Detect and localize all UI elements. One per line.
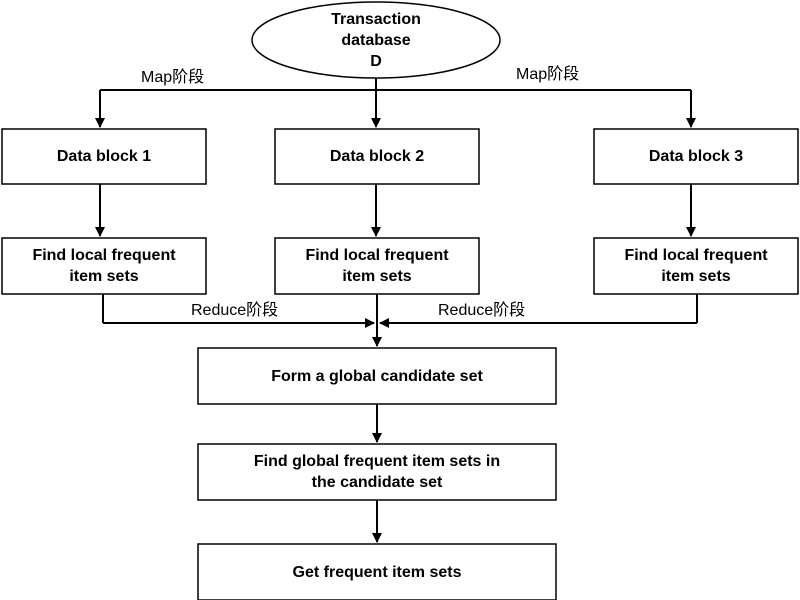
local-frequent-2-label: Find local frequent item sets xyxy=(305,247,449,285)
data-block-2-node xyxy=(274,128,480,185)
map-phase-label-left: Map阶段 xyxy=(141,69,205,86)
data-block-1-node xyxy=(1,128,207,185)
result-node xyxy=(197,543,557,600)
result-label: Get frequent item sets xyxy=(292,563,462,581)
data-block-2-label: Data block 2 xyxy=(329,148,425,165)
data-block-1-label: Data block 1 xyxy=(56,148,152,165)
database-label: Transaction database D xyxy=(331,10,421,70)
local-frequent-1-label: Find local frequent item sets xyxy=(32,247,176,285)
data-block-3-node xyxy=(593,128,799,185)
reduce-phase-label-left: Reduce阶段 xyxy=(191,302,279,319)
local-frequent-3-label: Find local frequent item sets xyxy=(624,247,768,285)
global-candidate-node xyxy=(197,347,557,405)
global-frequent-node xyxy=(197,443,557,501)
global-frequent-label: Find global frequent item sets in the ca… xyxy=(253,453,501,491)
global-candidate-label: Form a global candidate set xyxy=(271,367,483,385)
data-block-3-label: Data block 3 xyxy=(648,148,744,165)
reduce-phase-label-right: Reduce阶段 xyxy=(438,302,526,319)
map-phase-label-right: Map阶段 xyxy=(516,66,580,83)
